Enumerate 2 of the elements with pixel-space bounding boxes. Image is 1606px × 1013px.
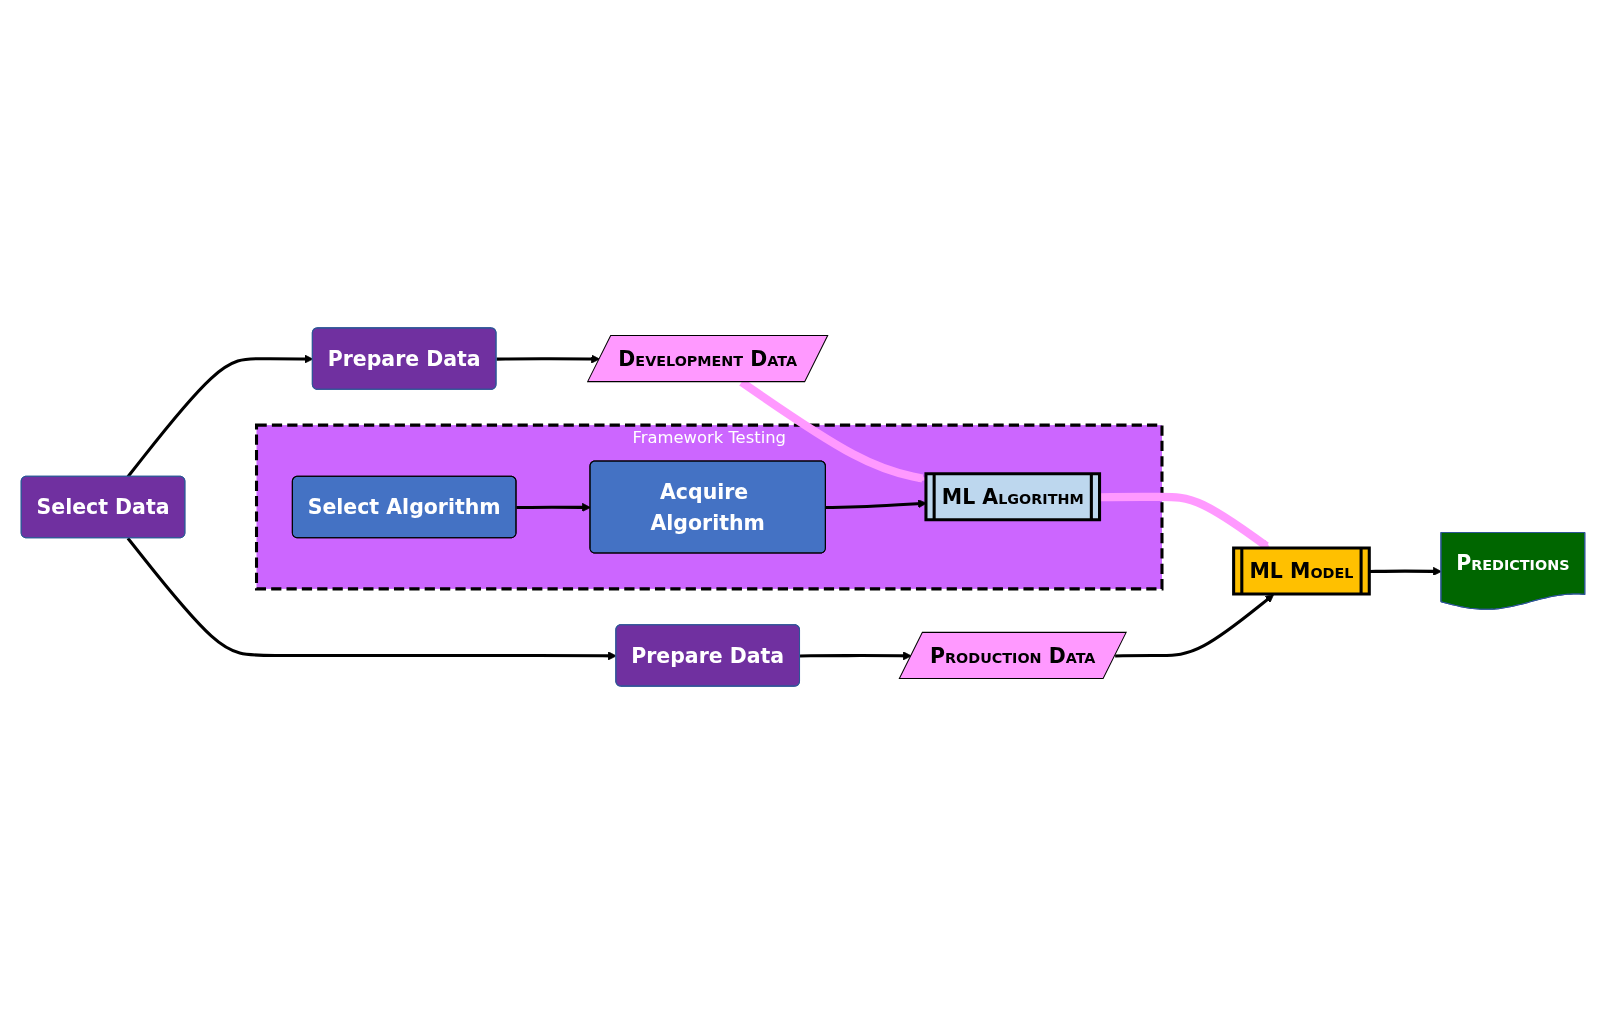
arrow (800, 650, 912, 660)
arrow (1369, 566, 1442, 576)
